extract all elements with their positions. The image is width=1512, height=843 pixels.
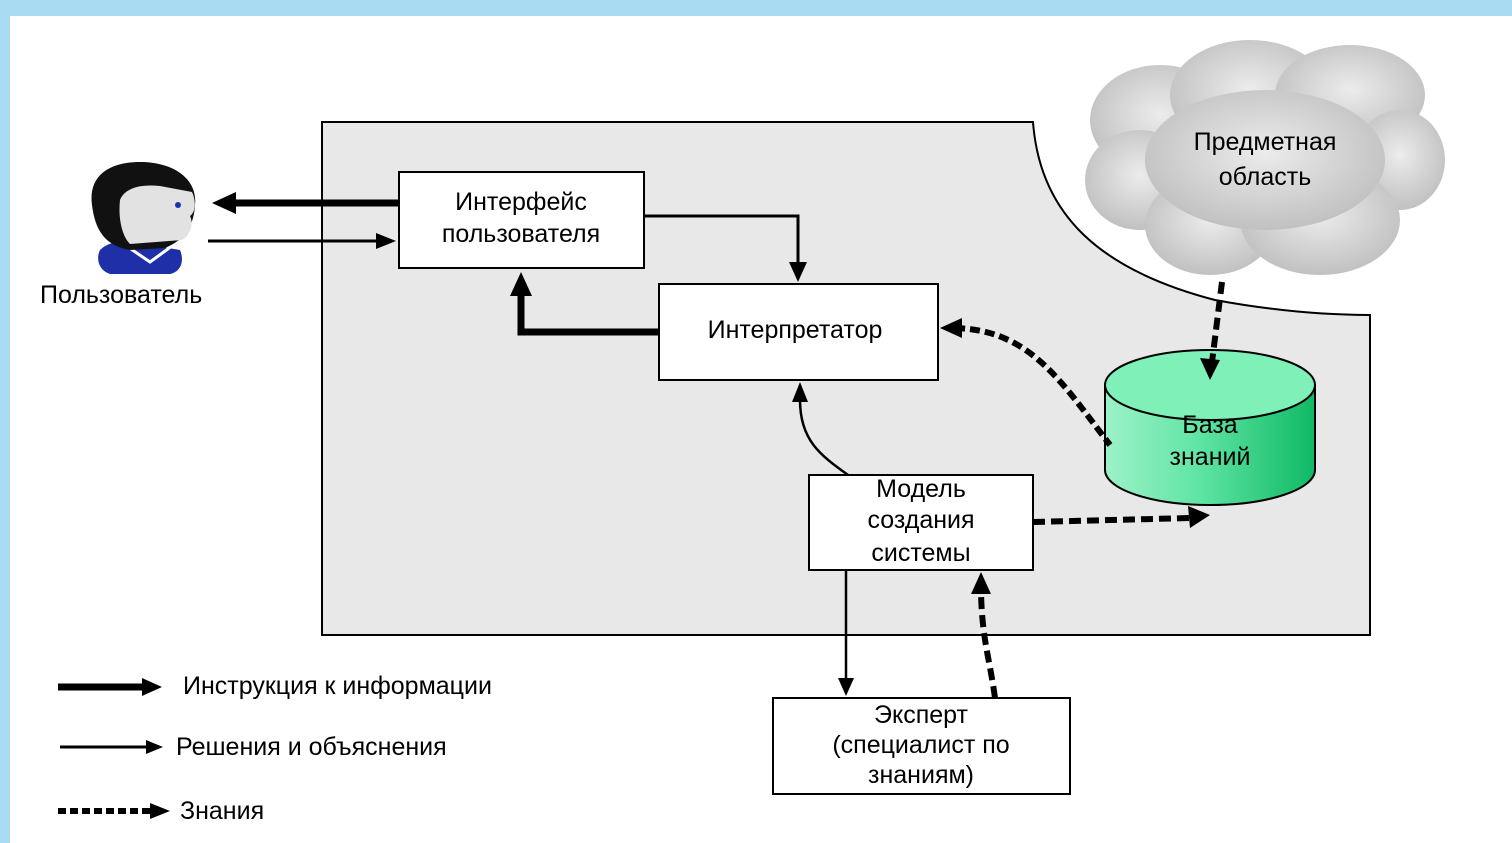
legend-knowledge-label: Знания — [180, 797, 264, 825]
legend-decisions: Решения и объяснения — [60, 733, 447, 761]
interface-box — [398, 171, 645, 269]
arrow-expert-to-model — [971, 572, 998, 699]
arrow-user-to-interface — [208, 233, 396, 249]
legend-knowledge: Знания — [58, 797, 264, 825]
model-box — [808, 474, 1034, 571]
expert-label-line3: знаниям) — [868, 761, 974, 789]
legend: Инструкция к информации Решения и объясн… — [58, 672, 492, 825]
arrow-interface-to-user — [212, 192, 399, 214]
diagram-svg: Предметная область Пользователь Интерфей… — [40, 40, 1445, 825]
arrow-interpreter-kb — [940, 318, 1113, 447]
domain-label-line2: область — [1219, 163, 1312, 191]
user-icon — [91, 162, 196, 274]
interpreter-label: Интерпретатор — [708, 316, 883, 344]
interface-label-line2: пользователя — [442, 220, 600, 248]
expert-label-line1: Эксперт — [874, 701, 968, 729]
user-label: Пользователь — [40, 281, 202, 309]
interface-label-line1: Интерфейс — [455, 188, 587, 216]
legend-instruction: Инструкция к информации — [58, 672, 492, 700]
model-label-line1: Модель — [876, 475, 966, 503]
kb-label-line2: знаний — [1170, 443, 1251, 471]
domain-label-line1: Предметная — [1194, 128, 1337, 156]
expert-label-line2: (специалист по — [832, 731, 1009, 759]
model-label-line3: системы — [871, 539, 970, 567]
arrow-model-to-expert — [838, 570, 854, 696]
legend-decisions-label: Решения и объяснения — [176, 733, 447, 761]
arrow-domain-to-kb — [1200, 281, 1225, 380]
arrow-model-to-kb — [1032, 506, 1210, 528]
arrow-interpreter-to-interface — [510, 272, 659, 336]
arrow-interface-to-interpreter — [644, 214, 807, 282]
expert-box — [772, 697, 1071, 795]
arrow-model-to-interpreter — [792, 382, 849, 477]
interpreter-box — [658, 283, 939, 381]
knowledge-base-cylinder: База знаний — [1104, 349, 1316, 506]
model-label-line2: создания — [867, 506, 974, 534]
kb-label-line1: База — [1182, 411, 1237, 439]
diagram-canvas: Предметная область Пользователь Интерфей… — [10, 16, 1512, 843]
legend-instruction-label: Инструкция к информации — [183, 672, 492, 700]
domain-cloud: Предметная область — [1085, 40, 1445, 275]
